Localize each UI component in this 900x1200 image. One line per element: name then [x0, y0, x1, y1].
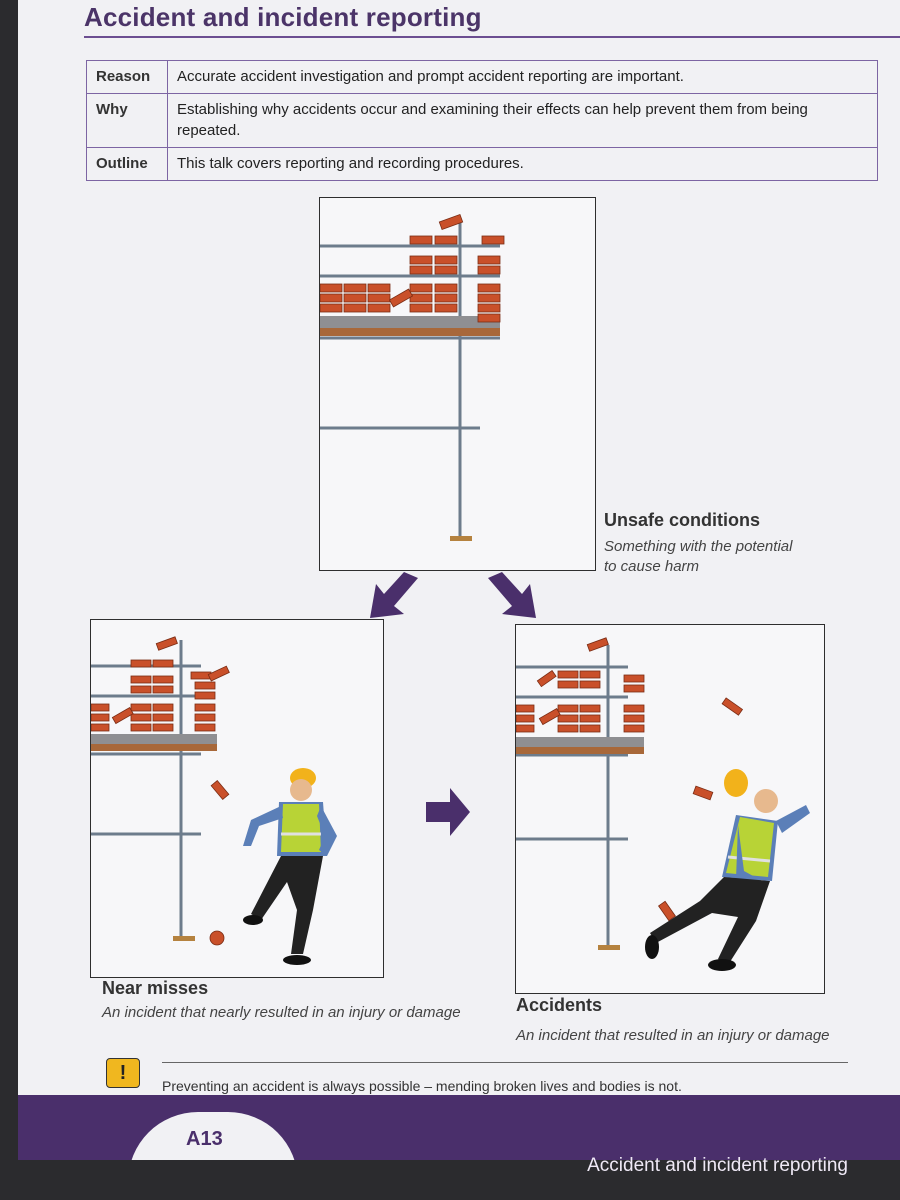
- row-value: Establishing why accidents occur and exa…: [167, 93, 878, 148]
- footer-section-title: Accident and incident reporting: [587, 1155, 848, 1176]
- note-top-divider: [162, 1062, 848, 1063]
- table-row: Reason Accurate accident investigation a…: [86, 59, 878, 95]
- row-key: Outline: [86, 146, 168, 182]
- unsafe-conditions-subtitle: Something with the potential to cause ha…: [604, 538, 793, 575]
- accidents-title: Accidents: [516, 995, 603, 1015]
- row-key: Why: [86, 93, 168, 148]
- row-value: Accurate accident investigation and prom…: [167, 59, 878, 95]
- row-key: Reason: [86, 59, 168, 95]
- page-title: Accident and incident reporting: [84, 2, 482, 32]
- arrow-down-right-icon: [488, 572, 536, 618]
- note-text: Preventing an accident is always possibl…: [162, 1078, 682, 1094]
- title-divider: [84, 36, 900, 38]
- near-misses-title: Near misses: [102, 978, 209, 998]
- page-number: A13: [186, 1128, 223, 1150]
- scaffold-bricks-illustration: [320, 213, 505, 541]
- arrow-right-icon: [426, 788, 470, 836]
- unsafe-conditions-illustration: [319, 197, 596, 571]
- table-row: Why Establishing why accidents occur and…: [86, 93, 878, 148]
- page: Accident and incident reporting Reason A…: [18, 0, 900, 1182]
- info-table: Reason Accurate accident investigation a…: [86, 59, 878, 182]
- near-miss-illustration: [90, 619, 384, 978]
- accident-illustration: [515, 624, 825, 994]
- accident-scene: [516, 637, 810, 971]
- page-edge-shadow: [0, 1160, 900, 1200]
- unsafe-conditions-title: Unsafe conditions: [604, 510, 761, 530]
- row-value: This talk covers reporting and recording…: [167, 146, 878, 182]
- accidents-subtitle: An incident that resulted in an injury o…: [516, 1027, 830, 1044]
- near-miss-scene: [91, 636, 337, 965]
- arrow-down-left-icon: [370, 572, 418, 618]
- near-misses-subtitle: An incident that nearly resulted in an i…: [102, 1004, 461, 1021]
- table-row: Outline This talk covers reporting and r…: [86, 146, 878, 182]
- warning-icon: !: [106, 1058, 140, 1088]
